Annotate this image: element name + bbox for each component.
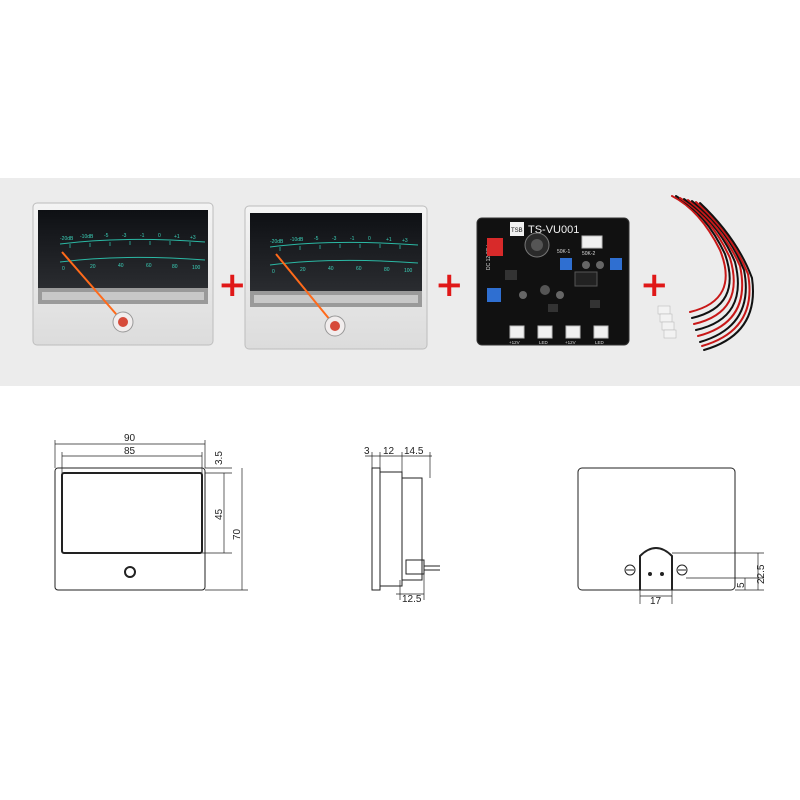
board-pot-label-1: 50K-1 (557, 249, 571, 255)
board-conn-label-3: +12V (565, 340, 576, 345)
meter-right-scale-b5: 100 (404, 268, 413, 274)
meter-left-scale-b5: 100 (192, 265, 201, 271)
dim-front-window-height: 45 (214, 508, 225, 520)
meter-left-scale-0: -20dB (60, 236, 74, 242)
wire-bundle (657, 195, 754, 351)
dim-front-top-margin: 3.5 (214, 451, 225, 465)
drawing-front-view (54, 440, 248, 591)
board-voltage: DC 12-30V (486, 245, 492, 270)
dim-front-height: 70 (232, 528, 243, 540)
meter-right-scale-b2: 40 (328, 266, 334, 272)
board-logo: TSB (511, 228, 523, 234)
dim-side-bottom: 12.5 (402, 594, 422, 605)
meter-right-scale-3: -3 (332, 236, 337, 242)
meter-right-scale-b1: 20 (300, 267, 306, 273)
meter-left-scale-b2: 40 (118, 263, 124, 269)
dim-back-height-b: 5 (736, 582, 747, 588)
meter-left-scale-4: -1 (140, 233, 145, 239)
meter-left-scale-5: 0 (158, 233, 161, 239)
plus-sign-1: + (218, 265, 247, 305)
meter-right-scale-1: -10dB (290, 237, 304, 243)
meter-right-needle (275, 253, 336, 327)
board-conn-label-1: +12V (509, 340, 520, 345)
vu-driver-board: TSB TS-VU001 DC 12-30V 50K-1 50K-2 +12V (476, 217, 630, 346)
meter-left-scale-b1: 20 (90, 264, 96, 270)
dim-side-d1: 3 (364, 446, 370, 457)
meter-left-scale-b0: 0 (62, 266, 65, 272)
meter-left-scale-b3: 60 (146, 263, 152, 269)
meter-right-scale-5: 0 (368, 236, 371, 242)
board-conn-label-4: LED (595, 340, 605, 345)
vu-meter-right: -20dB -10dB -5 -3 -1 0 +1 +3 0 20 40 60 … (244, 205, 428, 350)
dim-front-width-outer: 90 (124, 433, 136, 444)
meter-right-scale-7: +3 (402, 238, 408, 244)
drawing-back-view (577, 467, 764, 604)
dim-side-d2: 12 (383, 446, 395, 457)
meter-left-scale-1: -10dB (80, 234, 94, 240)
meter-left-scale-7: +3 (190, 235, 196, 241)
dim-side-d3: 14.5 (404, 446, 424, 457)
meter-left-needle (61, 251, 124, 323)
dim-back-height-a: 22.5 (756, 564, 767, 584)
meter-left-scale-3: -3 (122, 233, 127, 239)
drawing-side-view (365, 452, 440, 600)
plus-sign-3: + (640, 265, 669, 305)
plus-sign-2: + (435, 265, 464, 305)
meter-right-scale-b0: 0 (272, 269, 275, 275)
meter-right-scale-0: -20dB (270, 239, 284, 245)
meter-left-scale-6: +1 (174, 234, 180, 240)
vu-meter-left: -20dB -10dB -5 -3 -1 0 +1 +3 0 20 40 60 … (32, 202, 214, 346)
meter-left-scale-b4: 80 (172, 264, 178, 270)
meter-right-scale-b3: 60 (356, 266, 362, 272)
meter-right-scale-b4: 80 (384, 267, 390, 273)
meter-right-scale-4: -1 (350, 236, 355, 242)
meter-right-scale-2: -5 (314, 236, 319, 242)
dim-front-width-inner: 85 (124, 446, 136, 457)
board-conn-label-2: LED (539, 340, 549, 345)
board-pot-label-2: 50K-2 (582, 251, 596, 257)
board-model: TS-VU001 (528, 224, 579, 236)
meter-left-scale-2: -5 (104, 233, 109, 239)
dim-back-width: 17 (650, 596, 662, 607)
meter-right-scale-6: +1 (386, 237, 392, 243)
